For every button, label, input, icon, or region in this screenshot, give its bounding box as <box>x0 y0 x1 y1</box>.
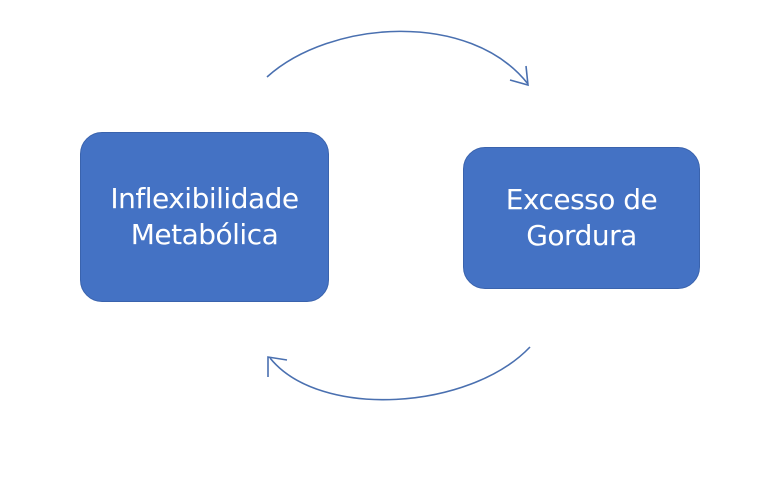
node-label: Excesso de Gordura <box>505 182 658 252</box>
node-inflexibilidade-metabolica: Inflexibilidade Metabólica <box>80 132 329 302</box>
arrowhead-right-to-left <box>267 356 288 377</box>
arrow-right-to-left <box>269 346 531 401</box>
arrowhead-left-to-right <box>509 65 529 87</box>
node-label: Inflexibilidade Metabólica <box>110 181 299 251</box>
arrow-left-to-right <box>266 30 529 85</box>
node-excesso-de-gordura: Excesso de Gordura <box>463 147 700 289</box>
